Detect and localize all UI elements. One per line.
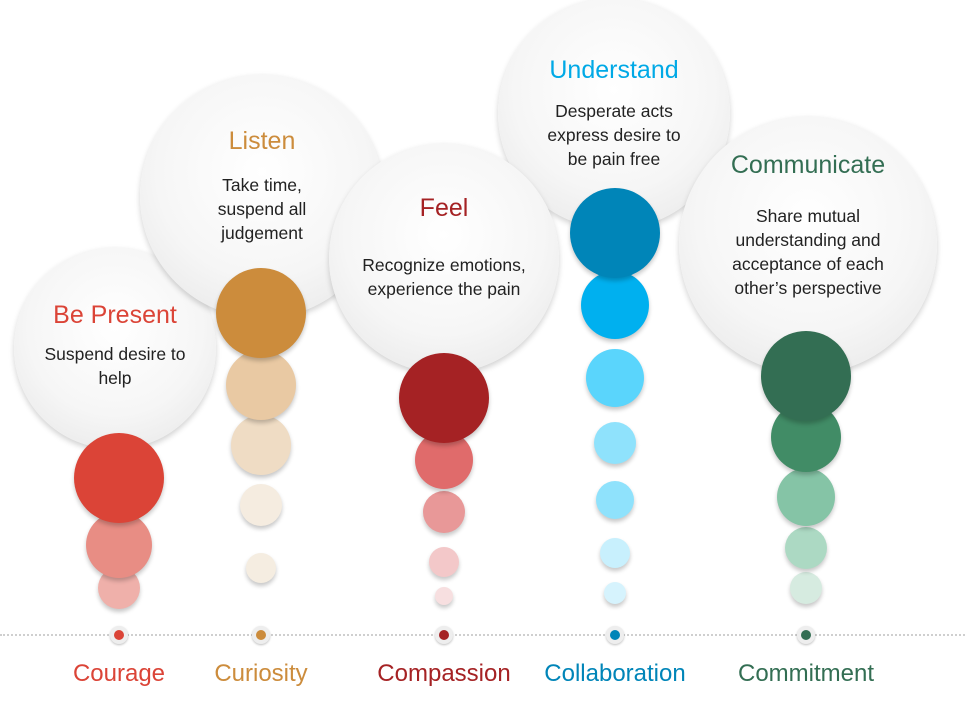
collaboration-bubble-dot-2: [581, 271, 649, 339]
compassion-bubble-dot-1: [399, 353, 489, 443]
collaboration-bubble-dot-6: [600, 538, 630, 568]
curiosity-callout-title: Listen: [228, 127, 296, 155]
courage-bubble-dot-2: [86, 512, 152, 578]
collaboration-callout-text: Desperate acts express desire to be pain…: [547, 101, 681, 169]
compassion-bubble-dot-5: [435, 587, 453, 605]
commitment-label: Commitment: [737, 660, 875, 687]
courage-label: Courage: [72, 660, 166, 687]
commitment-bubble-dot-4: [785, 527, 827, 569]
compassion-bubble-dot-3: [423, 491, 465, 533]
collaboration-bubble-dot-4: [594, 422, 636, 464]
courage-callout-text: Suspend desire to help: [44, 344, 186, 388]
collaboration-bubble-dot-7: [604, 582, 626, 604]
collaboration-label: Collaboration: [544, 660, 686, 687]
curiosity-bubble-dot-1: [216, 268, 306, 358]
compassion-bubble-dot-4: [429, 547, 459, 577]
commitment-bubble-dot-1: [761, 331, 851, 421]
curiosity-bubble-dot-3: [231, 415, 291, 475]
commitment-timeline-marker: [797, 626, 815, 644]
commitment-bubble-dot-5: [790, 572, 822, 604]
commitment-callout-title: Communicate: [730, 151, 886, 179]
collaboration-bubble-dot-3: [586, 349, 644, 407]
curiosity-timeline-marker: [252, 626, 270, 644]
courage-timeline-marker: [110, 626, 128, 644]
compassion-callout-text: Recognize emotions, experience the pain: [362, 255, 526, 299]
courage-callout-title: Be Present: [53, 301, 177, 329]
collaboration-timeline-marker-fill: [610, 630, 620, 640]
compassion-timeline-marker: [435, 626, 453, 644]
collaboration-bubble-dot-1: [570, 188, 660, 278]
compassion-callout-title: Feel: [419, 194, 469, 222]
timeline-line: [0, 634, 965, 636]
compassion-timeline-marker-fill: [439, 630, 449, 640]
curiosity-bubble-dot-2: [226, 350, 296, 420]
commitment-timeline-marker-fill: [801, 630, 811, 640]
commitment-bubble-dot-3: [777, 468, 835, 526]
curiosity-timeline-marker-fill: [256, 630, 266, 640]
curiosity-bubble-dot-5: [246, 553, 276, 583]
commitment-callout-text: Share mutual understanding and acceptanc…: [732, 206, 884, 298]
curiosity-bubble-dot-4: [240, 484, 282, 526]
courage-timeline-marker-fill: [114, 630, 124, 640]
courage-bubble-dot-1: [74, 433, 164, 523]
collaboration-timeline-marker: [606, 626, 624, 644]
curiosity-callout-text: Take time, suspend all judgement: [217, 175, 307, 243]
collaboration-callout-title: Understand: [549, 56, 679, 84]
curiosity-label: Curiosity: [214, 660, 308, 687]
compassion-label: Compassion: [377, 660, 511, 687]
collaboration-bubble-dot-5: [596, 481, 634, 519]
